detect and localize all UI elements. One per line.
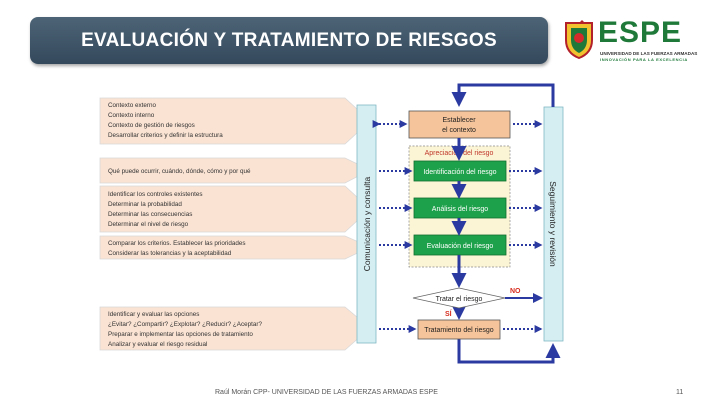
note-line: Contexto interno (108, 112, 155, 119)
note-evaluacion: Comparar los criterios. Establecer las p… (99, 235, 371, 260)
espe-logo: ESPE UNIVERSIDAD DE LAS FUERZAS ARMADAS … (562, 16, 712, 64)
evaluacion-label: Evaluación del riesgo (427, 243, 494, 250)
analisis-label: Análisis del riesgo (432, 206, 489, 213)
note-line: Preparar e implementar las opciones de t… (108, 331, 253, 338)
note-line: Determinar las consecuencias (108, 211, 192, 218)
note-line: Considerar las tolerancias y la aceptabi… (108, 250, 232, 257)
note-analisis: Identificar los controles existentes Det… (99, 185, 371, 233)
footer-credit: Raúl Morán CPP- UNIVERSIDAD DE LAS FUERZ… (215, 389, 438, 396)
tratamiento-box (417, 319, 501, 340)
establecer-line: el contexto (442, 127, 476, 134)
note-line: Desarrollar criterios y definir la estru… (108, 132, 223, 139)
si-label: SÍ (445, 309, 453, 318)
note-line: Analizar y evaluar el riesgo residual (108, 341, 207, 348)
note-identificacion: Qué puede ocurrir, cuándo, dónde, cómo y… (99, 157, 371, 184)
note-line: Contexto de gestión de riesgos (108, 122, 195, 129)
identificacion-label: Identificación del riesgo (423, 169, 496, 176)
shield-icon (565, 20, 593, 60)
logo-tagline: INNOVACIÓN PARA LA EXCELENCIA (600, 57, 688, 62)
dotted-connectors-right (503, 120, 543, 333)
establecer-contexto-box (408, 110, 511, 139)
no-label: NO (510, 288, 521, 295)
note-contexto: Contexto externo Contexto interno Contex… (99, 97, 371, 145)
note-line: Identificar los controles existentes (108, 191, 203, 198)
establecer-line: Establecer (442, 117, 476, 124)
title-banner: EVALUACIÓN Y TRATAMIENTO DE RIESGOS (30, 17, 548, 64)
bottom-loop-arrow (457, 338, 561, 364)
comunicacion-label: Comunicación y consulta (362, 176, 372, 271)
note-line: Qué puede ocurrir, cuándo, dónde, cómo y… (108, 168, 251, 175)
decision-label: Tratar el riesgo (436, 296, 483, 303)
top-loop-arrow (451, 83, 555, 107)
logo-wordmark: ESPE (598, 16, 683, 49)
note-line: Determinar el nivel de riesgo (108, 221, 189, 228)
logo-subtitle: UNIVERSIDAD DE LAS FUERZAS ARMADAS (600, 51, 698, 56)
dotted-connectors-left (372, 120, 417, 333)
page-number: 11 (676, 389, 684, 396)
page-title: EVALUACIÓN Y TRATAMIENTO DE RIESGOS (81, 30, 497, 51)
note-line: ¿Evitar? ¿Compartir? ¿Explotar? ¿Reducir… (108, 321, 262, 328)
tratamiento-label: Tratamiento del riesgo (424, 327, 493, 334)
decision-diamond (412, 287, 506, 309)
note-line: Determinar la probabilidad (108, 201, 182, 208)
note-line: Contexto externo (108, 102, 156, 109)
note-tratamiento: Identificar y evaluar las opciones ¿Evit… (99, 306, 371, 351)
seguimiento-label: Seguimiento y revisión (548, 181, 558, 267)
note-line: Comparar los criterios. Establecer las p… (108, 240, 246, 247)
comunicacion-bar (356, 104, 377, 344)
note-line: Identificar y evaluar las opciones (108, 311, 199, 318)
